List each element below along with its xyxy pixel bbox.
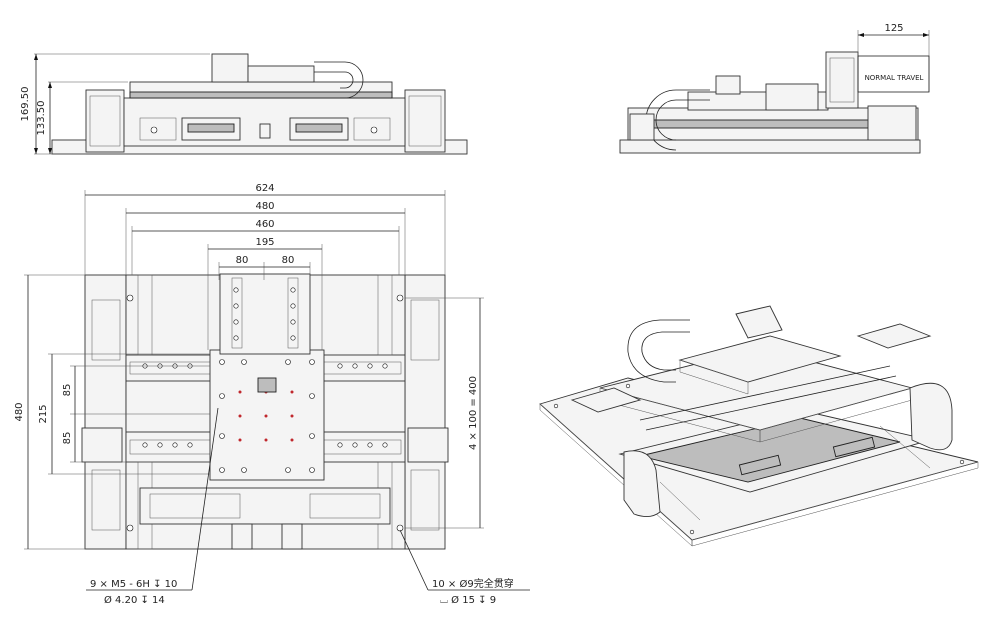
travel-label: NORMAL TRAVEL [865, 74, 924, 82]
dim-height-total: 169.50 [20, 87, 31, 122]
rail-holes [126, 287, 404, 532]
callout-counterbore-line2: ⌴ Ø 15 ↧ 9 [440, 594, 496, 606]
dim-width-80-right: 80 [282, 255, 295, 266]
dim-height-85-top: 85 [62, 384, 73, 397]
dim-height-85-bottom: 85 [62, 432, 73, 445]
carriage-holes [219, 359, 315, 473]
dim-height-body: 133.50 [36, 101, 47, 136]
dim-hole-pitch: 4 × 100 = 400 [468, 376, 479, 450]
dim-height-480: 480 [14, 402, 25, 421]
dim-width-195: 195 [255, 237, 274, 248]
callout-tapped-holes-line2: Ø 4.20 ↧ 14 [104, 594, 165, 606]
callout-tapped-holes-line1: 9 × M5 - 6H ↧ 10 [90, 579, 177, 590]
front-view: 169.50 133.50 [20, 53, 468, 155]
top-view: 624 480 460 195 80 80 480 215 85 85 [14, 183, 530, 606]
dim-travel-value: 125 [884, 23, 903, 34]
dim-width-overall: 624 [255, 183, 274, 194]
dim-height-215: 215 [38, 404, 49, 423]
dim-width-80-left: 80 [236, 255, 249, 266]
callout-counterbore-line1: 10 × Ø9完全贯穿 [432, 577, 514, 590]
isometric-view [539, 305, 979, 547]
side-view: 125 NORMAL TRAVEL [619, 23, 930, 154]
dim-width-480: 480 [255, 201, 274, 212]
dim-width-460: 460 [255, 219, 274, 230]
